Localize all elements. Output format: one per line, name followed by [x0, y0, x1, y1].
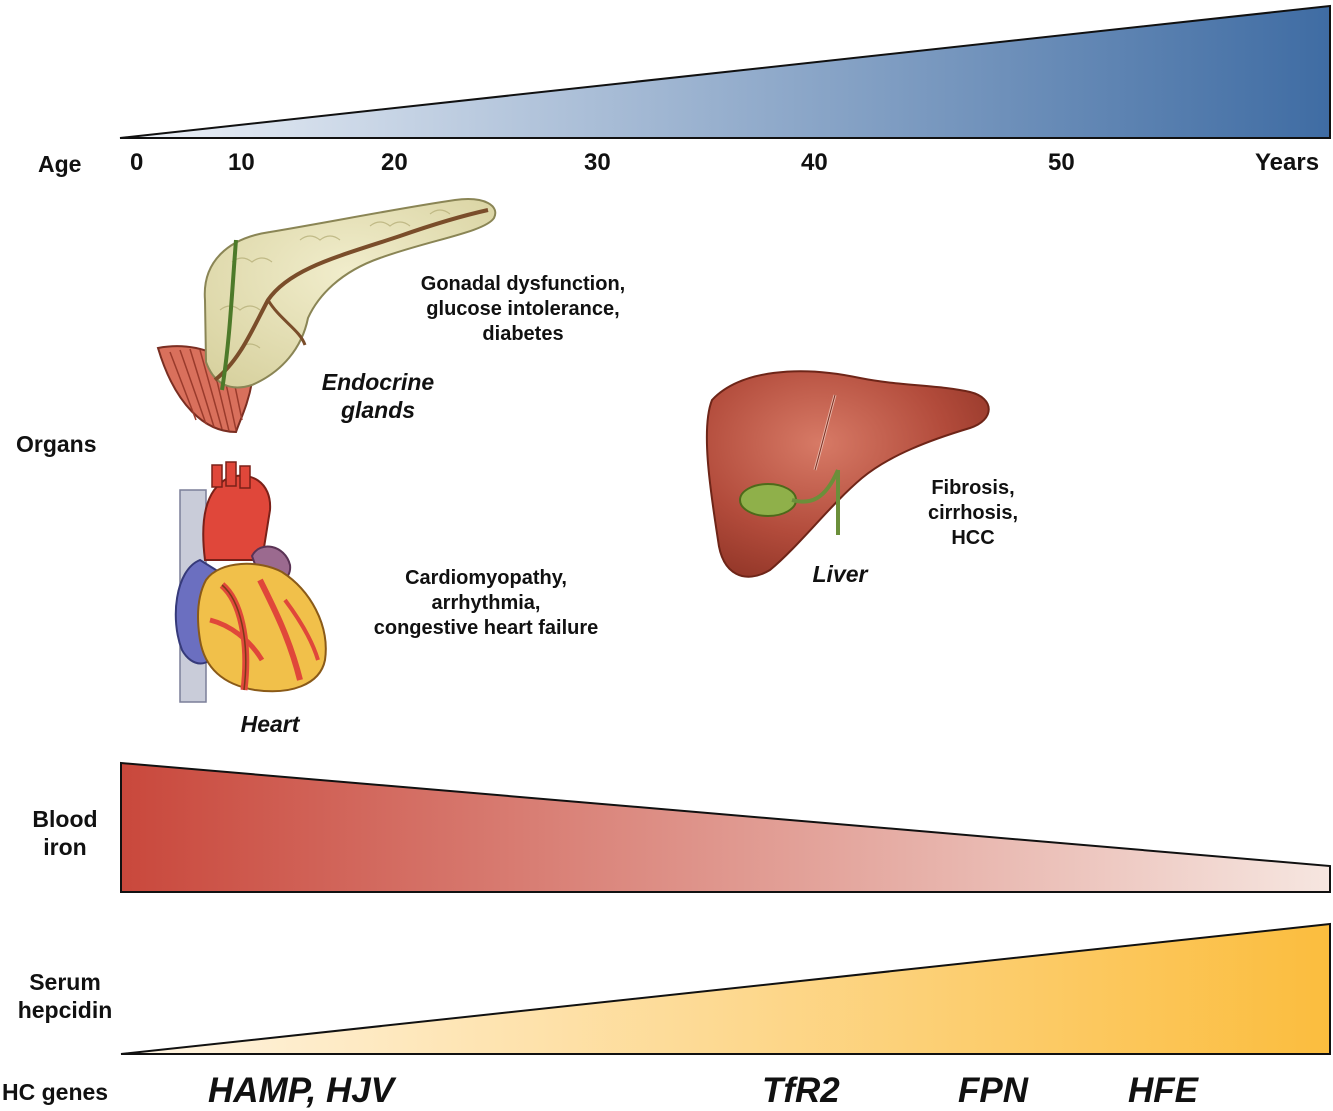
- gene-hfe: HFE: [1128, 1071, 1200, 1110]
- liver-desc-line-3: HCC: [951, 527, 994, 549]
- liver-desc-line-1: Fibrosis,: [931, 477, 1014, 499]
- blood-iron-wedge: [120, 761, 1331, 893]
- liver-desc-line-2: cirrhosis,: [928, 502, 1018, 524]
- endocrine-desc-line-1: Gonadal dysfunction,: [421, 273, 625, 295]
- heart-desc-line-3: congestive heart failure: [374, 617, 599, 639]
- liver-icon: [705, 370, 990, 578]
- heart-desc-line-2: arrhythmia,: [432, 592, 541, 614]
- age-label: Age: [38, 151, 81, 177]
- blood-iron-label-line-1: Blood: [32, 806, 97, 832]
- serum-hepcidin-wedge: [120, 922, 1331, 1055]
- age-wedge: [119, 4, 1331, 139]
- age-tick-40: 40: [801, 149, 828, 176]
- age-tick-50: 50: [1048, 149, 1075, 176]
- pancreas-icon: [156, 198, 497, 434]
- hc-genes-label: HC genes: [2, 1079, 108, 1105]
- blood-iron-label-line-2: iron: [43, 834, 86, 860]
- liver-name: Liver: [813, 561, 869, 587]
- serum-hepcidin-label-line-1: Serum: [29, 969, 101, 995]
- heart-name: Heart: [241, 711, 301, 737]
- organs-label: Organs: [16, 431, 97, 457]
- age-tick-years: Years: [1255, 149, 1319, 176]
- age-tick-20: 20: [381, 149, 408, 176]
- gene-fpn: FPN: [958, 1071, 1029, 1110]
- age-tick-0: 0: [130, 149, 143, 176]
- endocrine-desc-line-3: diabetes: [482, 323, 563, 345]
- serum-hepcidin-label-line-2: hepcidin: [18, 997, 113, 1023]
- age-tick-10: 10: [228, 149, 255, 176]
- endocrine-name-line-2: glands: [340, 397, 415, 423]
- endocrine-name-line-1: Endocrine: [322, 369, 435, 395]
- gene-hamp-hjv: HAMP, HJV: [208, 1071, 397, 1110]
- gene-tfr2: TfR2: [762, 1071, 840, 1110]
- heart-desc-line-1: Cardiomyopathy,: [405, 567, 567, 589]
- endocrine-desc-line-2: glucose intolerance,: [426, 298, 619, 320]
- heart-icon: [174, 461, 327, 703]
- age-tick-30: 30: [584, 149, 611, 176]
